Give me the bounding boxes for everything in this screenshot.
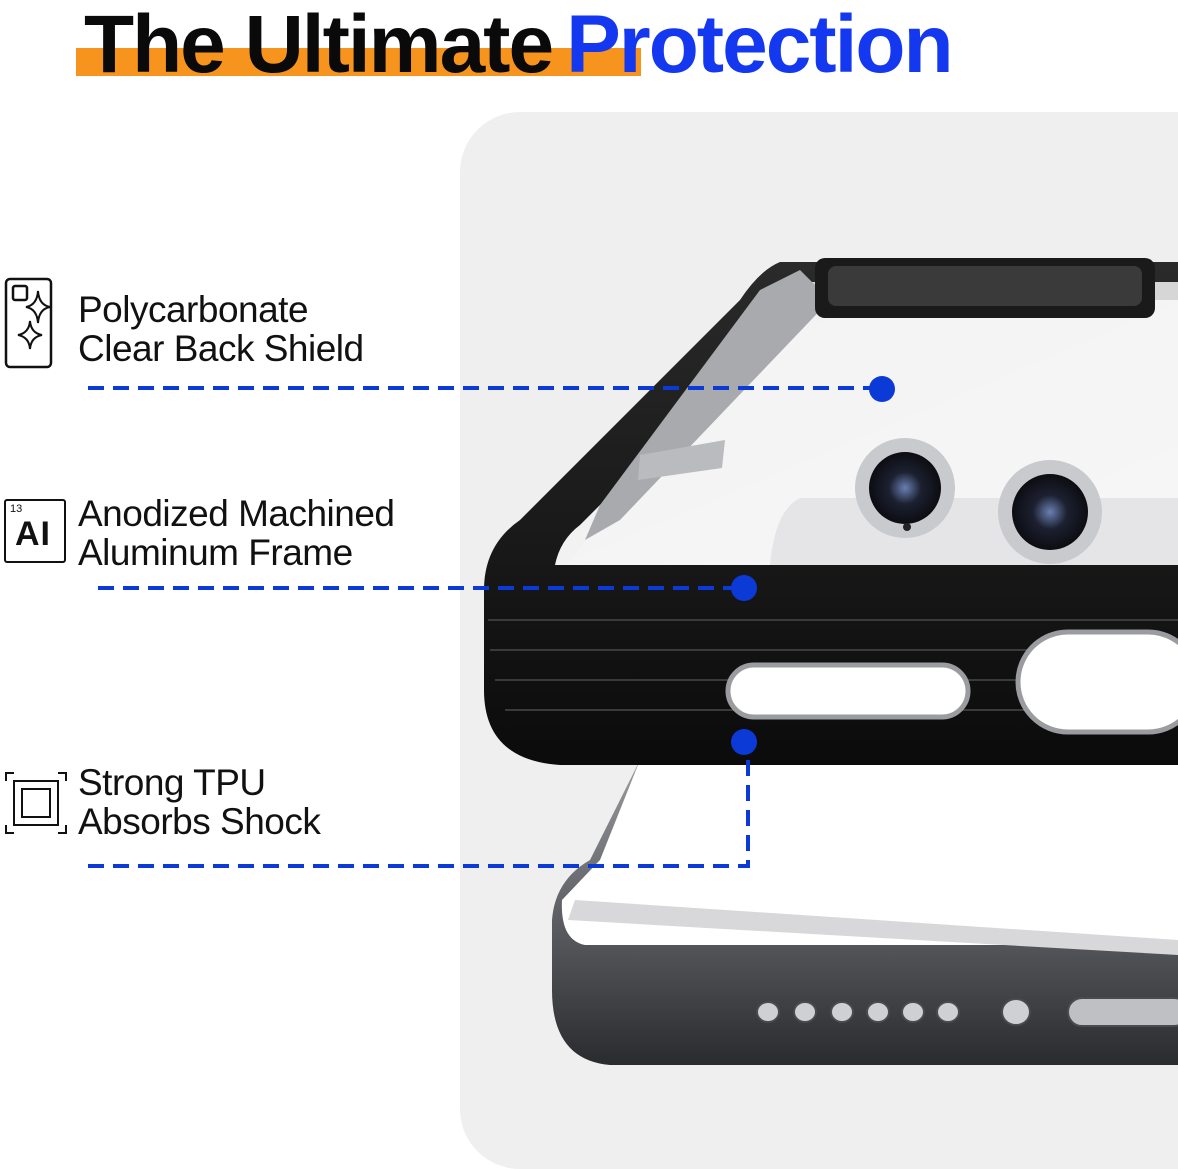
callout-dot-frame: [731, 575, 757, 601]
feature-frame-label: Anodized Machined Aluminum Frame: [78, 494, 395, 572]
shock-absorb-square-icon: [5, 772, 67, 834]
element-symbol: AI: [15, 515, 51, 553]
element-number: 13: [10, 503, 23, 515]
feature-tpu-line1: Strong TPU: [78, 762, 266, 803]
callout-line-tpu: [88, 743, 750, 868]
aluminum-element-icon: 13 AI: [4, 499, 66, 563]
sparkle-card-icon: [4, 277, 53, 369]
callout-dot-back-shield: [869, 376, 895, 402]
title-word-ultimate: The Ultimate: [84, 0, 554, 90]
feature-frame-line2: Aluminum Frame: [78, 532, 353, 573]
feature-tpu-label: Strong TPU Absorbs Shock: [78, 762, 321, 842]
feature-back-shield-line1: Polycarbonate: [78, 289, 309, 330]
callout-dot-tpu: [731, 729, 757, 755]
feature-back-shield-line2: Clear Back Shield: [78, 328, 364, 369]
feature-back-shield-label: Polycarbonate Clear Back Shield: [78, 290, 364, 368]
phone-body: [552, 760, 1178, 1065]
feature-frame-line1: Anodized Machined: [78, 493, 395, 534]
title-highlight-bar: [76, 48, 641, 76]
title-word-protection: Protection: [566, 0, 953, 90]
case-frame: [484, 258, 1178, 765]
callout-lines: [88, 386, 880, 868]
feature-tpu-line2: Absorbs Shock: [78, 801, 321, 842]
